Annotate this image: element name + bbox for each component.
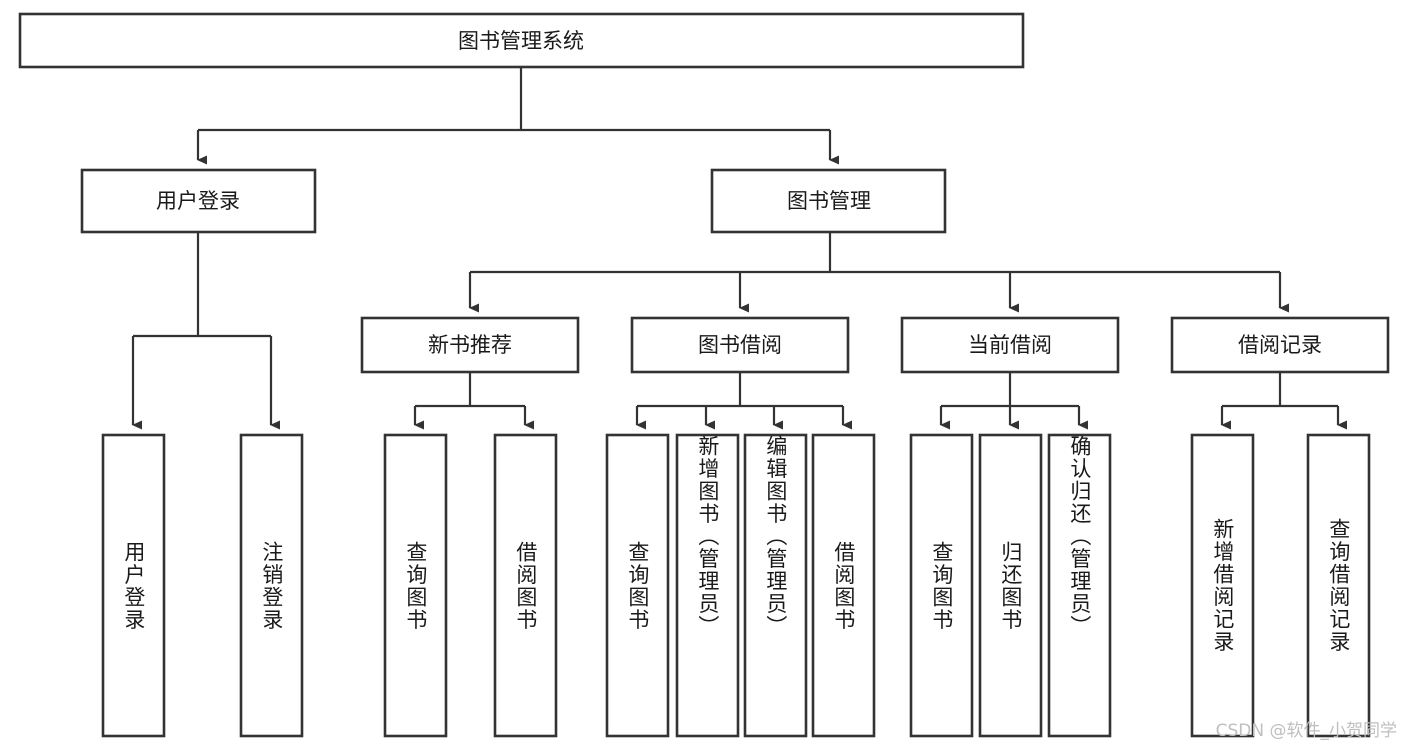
connector-bookmgmt-to-level3 bbox=[468, 232, 1289, 313]
node-borrow-record[interactable]: 借阅记录 bbox=[1170, 316, 1390, 374]
node-current-borrow[interactable]: 当前借阅 bbox=[900, 316, 1120, 374]
connector-newbook-to-leaves bbox=[413, 372, 534, 430]
leaf-boxes bbox=[101, 433, 1371, 738]
connector-userlogin-to-leaves bbox=[131, 232, 280, 430]
connector-borrowrecord-to-leaves bbox=[1220, 372, 1347, 430]
leaf-box-record-query[interactable] bbox=[1306, 433, 1371, 738]
node-current-borrow-label: 当前借阅 bbox=[968, 333, 1052, 357]
node-book-borrow-label: 图书借阅 bbox=[698, 333, 782, 357]
leaf-box-current-query[interactable] bbox=[909, 433, 974, 738]
node-book-management-label: 图书管理 bbox=[787, 189, 871, 213]
leaf-box-bookborrow-query[interactable] bbox=[605, 433, 670, 738]
csdn-watermark: CSDN @软件_小贺同学 bbox=[1215, 721, 1397, 741]
leaf-box-current-return[interactable] bbox=[978, 433, 1043, 738]
node-root[interactable]: 图书管理系统 bbox=[18, 12, 1025, 69]
leaf-box-bookborrow-add[interactable] bbox=[675, 433, 740, 738]
leaf-box-user-login-login[interactable] bbox=[101, 433, 166, 738]
leaf-box-bookborrow-edit[interactable] bbox=[743, 433, 808, 738]
node-root-label: 图书管理系统 bbox=[458, 29, 584, 53]
leaf-box-bookborrow-borrow[interactable] bbox=[811, 433, 876, 738]
leaf-box-newbook-query[interactable] bbox=[383, 433, 448, 738]
node-user-login-label: 用户登录 bbox=[156, 189, 240, 213]
leaf-box-current-confirm[interactable] bbox=[1047, 433, 1112, 738]
leaf-box-newbook-borrow[interactable] bbox=[493, 433, 558, 738]
connector-currentborrow-to-leaves bbox=[939, 372, 1088, 430]
node-new-book-recommend-label: 新书推荐 bbox=[428, 333, 512, 357]
connector-bookborrow-to-leaves bbox=[635, 372, 852, 430]
node-new-book-recommend[interactable]: 新书推荐 bbox=[360, 316, 580, 374]
node-user-login[interactable]: 用户登录 bbox=[80, 168, 317, 234]
node-borrow-record-label: 借阅记录 bbox=[1238, 333, 1322, 357]
leaf-box-record-add[interactable] bbox=[1190, 433, 1255, 738]
connector-root-to-level2 bbox=[196, 67, 839, 165]
node-book-management[interactable]: 图书管理 bbox=[710, 168, 947, 234]
node-book-borrow[interactable]: 图书借阅 bbox=[630, 316, 850, 374]
leaf-box-user-login-logout[interactable] bbox=[239, 433, 304, 738]
